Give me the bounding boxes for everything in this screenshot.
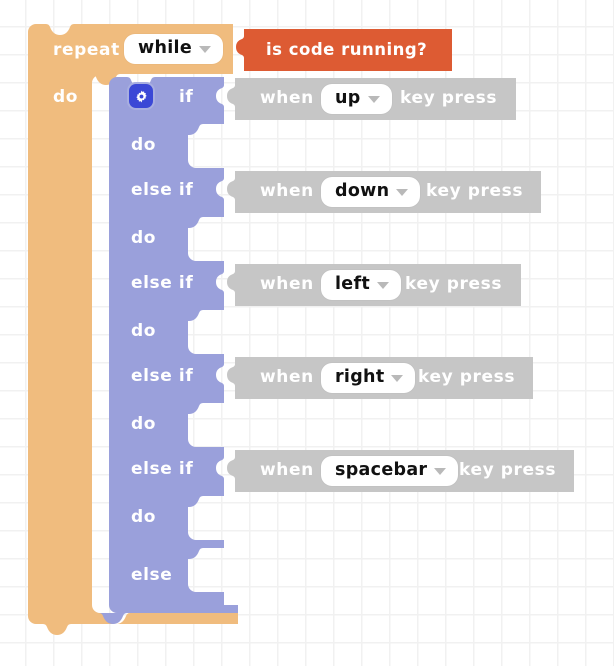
when-prefix-label-1: when — [260, 181, 314, 201]
key-dropdown-4[interactable]: spacebar — [321, 456, 459, 486]
branch-4-do-label: do — [131, 507, 157, 527]
chevron-down-icon — [367, 95, 380, 103]
if-else-block-shape[interactable] — [99, 77, 238, 624]
key-dropdown-1[interactable]: down — [321, 177, 421, 207]
is-code-running-block-shape[interactable] — [236, 29, 452, 71]
key-press-suffix-label-2: key press — [405, 274, 503, 294]
branch-1-keyword-label: else if — [131, 180, 194, 200]
repeat-do-label: do — [53, 87, 79, 107]
chevron-down-icon — [391, 374, 404, 382]
gear-glyph — [135, 90, 147, 102]
chevron-down-icon — [434, 467, 447, 475]
key-dropdown-2[interactable]: left — [321, 270, 402, 300]
is-code-running-label: is code running? — [266, 40, 428, 59]
key-press-suffix-label-1: key press — [426, 181, 524, 201]
repeat-mode-value: while — [138, 38, 192, 59]
branch-2-keyword-label: else if — [131, 273, 194, 293]
key-press-suffix-label-4: key press — [459, 460, 557, 480]
repeat-label: repeat — [53, 40, 120, 60]
when-prefix-label-2: when — [260, 274, 314, 294]
gear-icon[interactable] — [129, 84, 153, 108]
key-dropdown-value-3: right — [335, 367, 385, 388]
key-dropdown-value-2: left — [335, 274, 371, 295]
branch-3-keyword-label: else if — [131, 366, 194, 386]
branch-2-do-label: do — [131, 321, 157, 341]
chevron-down-icon — [396, 188, 409, 196]
key-dropdown-value-1: down — [335, 181, 390, 202]
if-keyword-label: if — [179, 87, 194, 107]
when-prefix-label-4: when — [260, 460, 314, 480]
key-dropdown-value-0: up — [335, 88, 361, 109]
key-dropdown-value-4: spacebar — [335, 460, 428, 481]
branch-3-do-label: do — [131, 414, 157, 434]
key-dropdown-0[interactable]: up — [321, 84, 392, 114]
key-press-suffix-label-3: key press — [418, 367, 516, 387]
final-else-label: else — [131, 565, 173, 585]
repeat-while-block-shape[interactable] — [28, 24, 238, 635]
branch-4-keyword-label: else if — [131, 459, 194, 479]
repeat-mode-dropdown[interactable]: while — [124, 34, 223, 64]
when-prefix-label-3: when — [260, 367, 314, 387]
when-prefix-label-0: when — [260, 88, 314, 108]
key-dropdown-3[interactable]: right — [321, 363, 416, 393]
chevron-down-icon — [199, 45, 211, 53]
branch-0-do-label: do — [131, 135, 157, 155]
branch-1-do-label: do — [131, 228, 157, 248]
chevron-down-icon — [377, 281, 390, 289]
key-press-suffix-label-0: key press — [400, 88, 498, 108]
